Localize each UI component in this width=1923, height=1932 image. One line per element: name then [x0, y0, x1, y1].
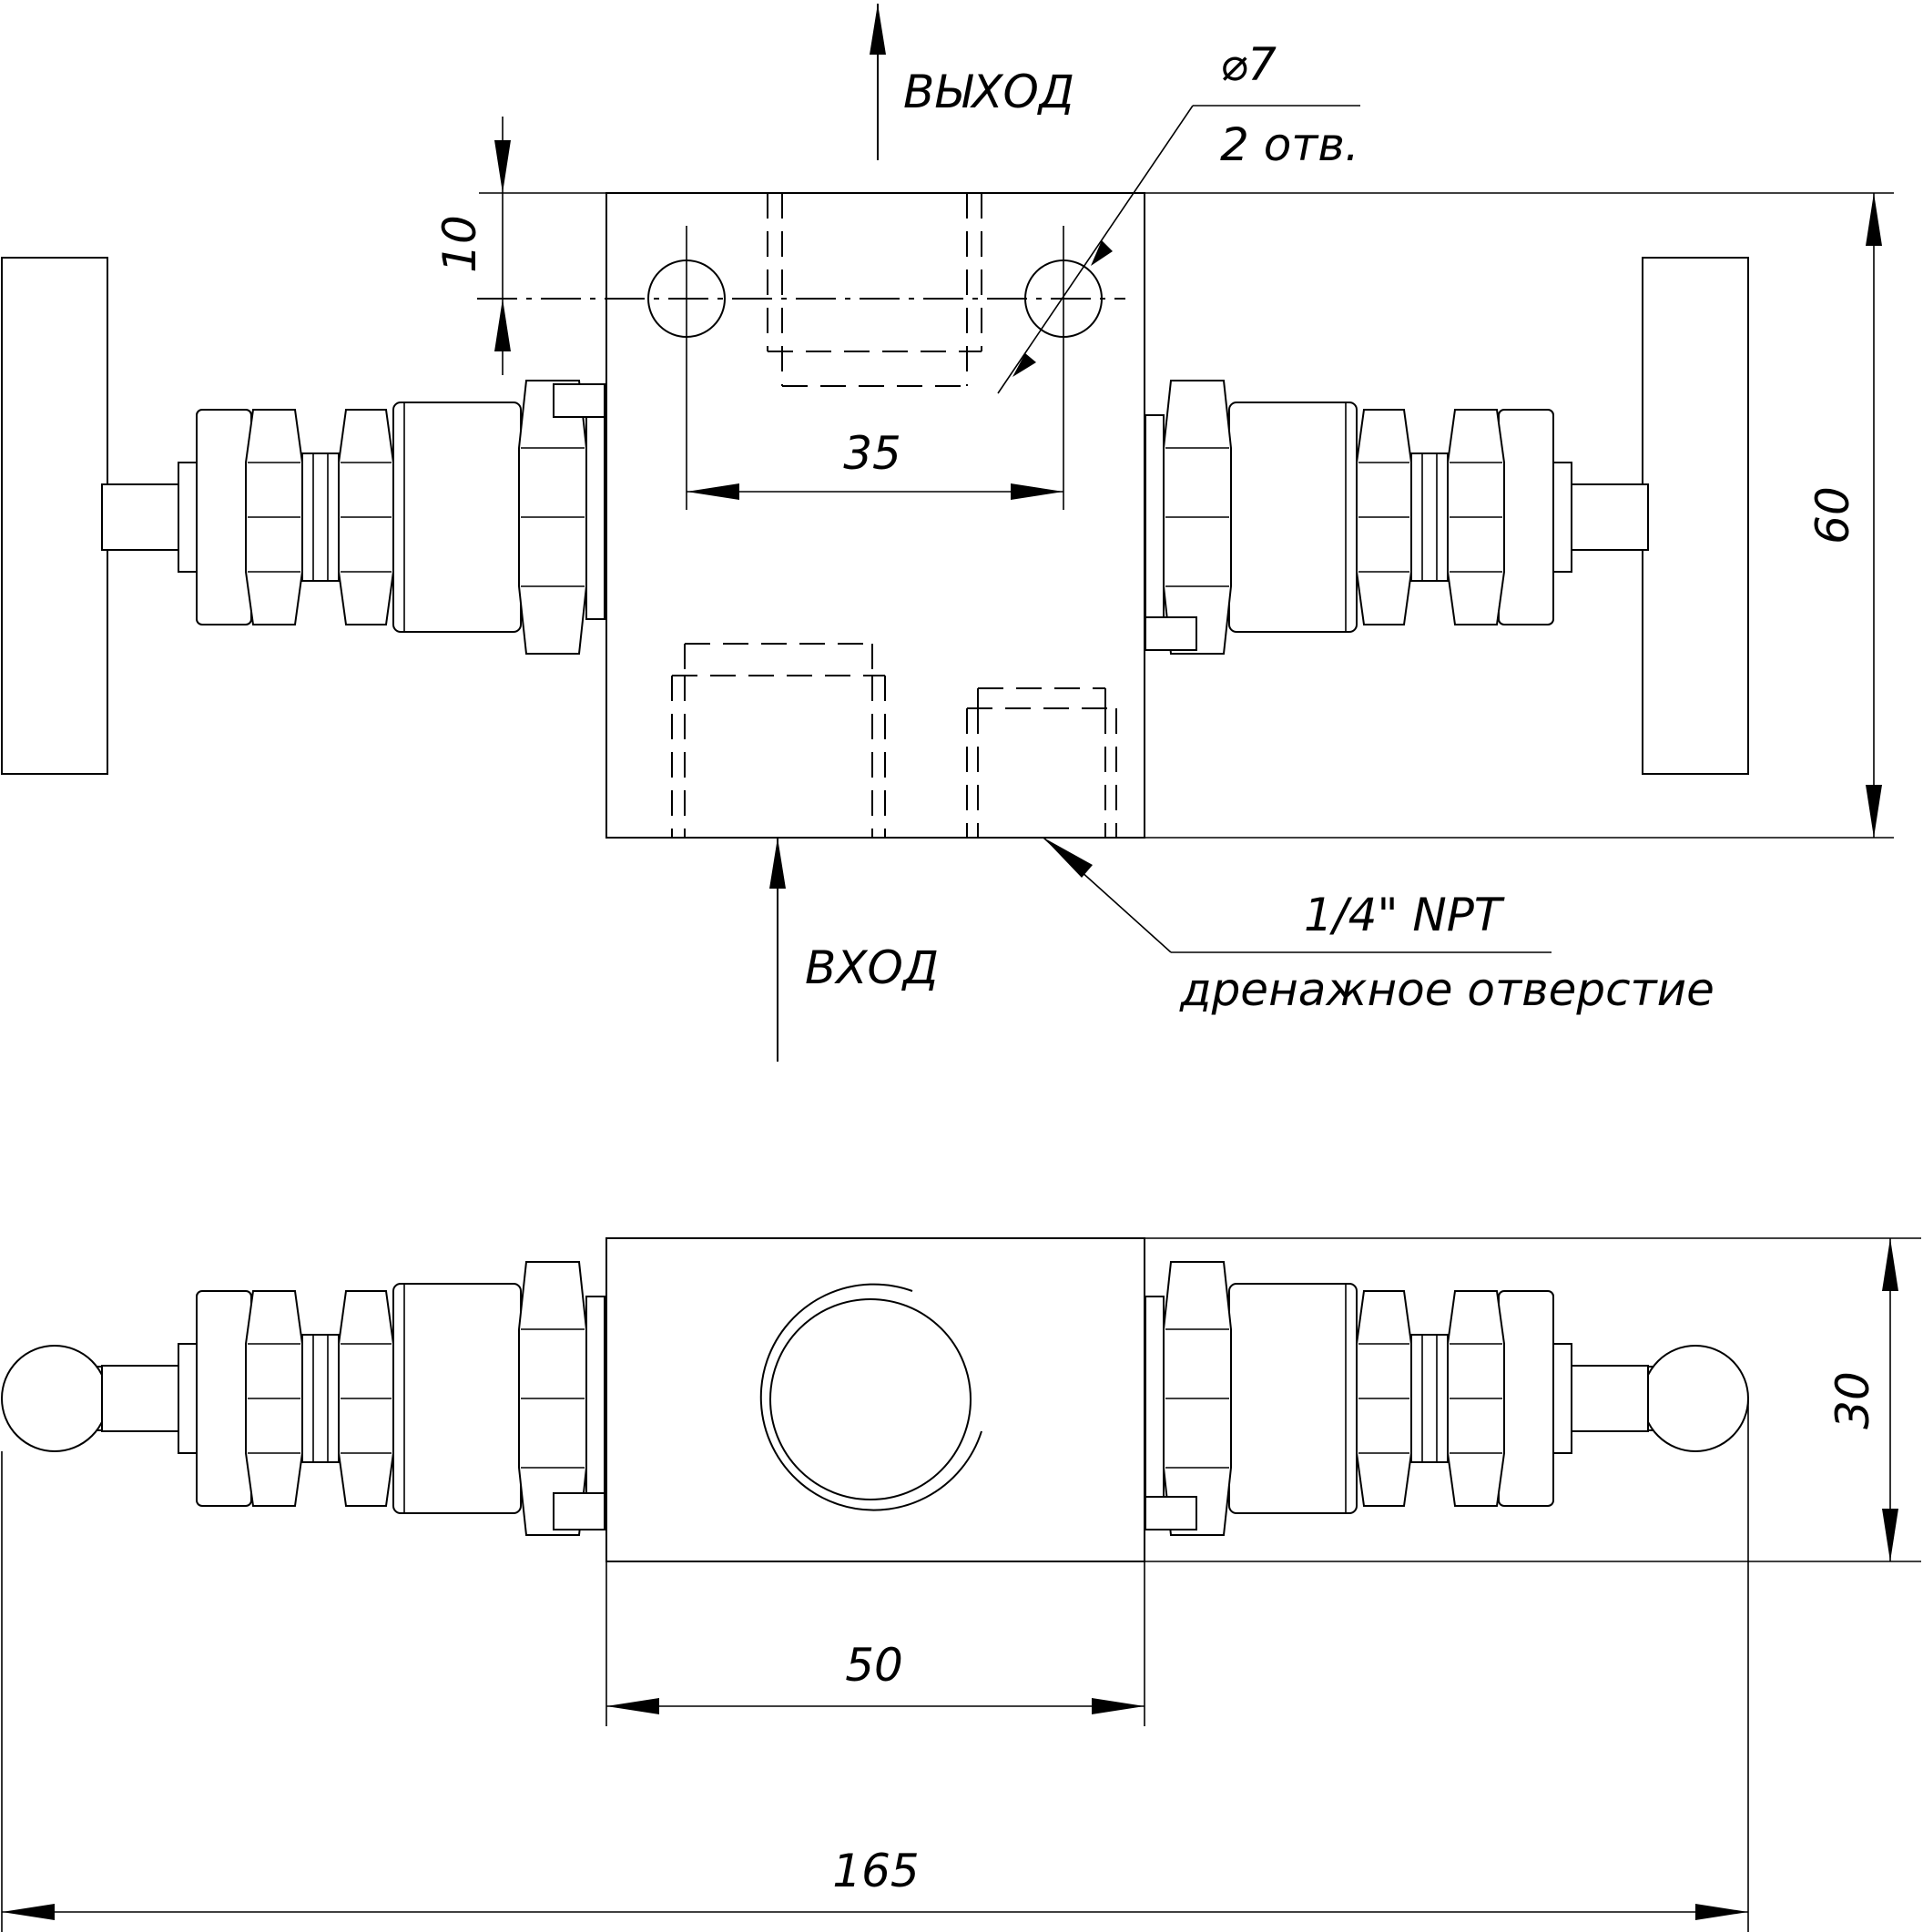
right-valve	[1145, 380, 1649, 655]
hole-offset-label: 10	[433, 215, 486, 273]
inlet-arrow: ВХОД	[769, 838, 939, 1062]
drain-callout: 1/4" NPT дренажное отверстие	[1043, 837, 1714, 1016]
dimension-block-thickness: 30	[1145, 1237, 1921, 1562]
outlet-label: ВЫХОД	[903, 66, 1074, 118]
drain-note-label: дренажное отверстие	[1179, 963, 1714, 1016]
manifold-block-front	[605, 192, 1145, 839]
hole-spacing-label: 35	[843, 427, 901, 480]
left-valve-top	[101, 1261, 605, 1536]
overall-length-label: 165	[832, 1845, 919, 1897]
inlet-label: ВХОД	[805, 941, 939, 994]
right-ball-handle	[1642, 1345, 1749, 1452]
left-handle-bar	[1, 257, 108, 775]
dimension-block-width: 50	[605, 1561, 1145, 1726]
front-view: 35 10 60 ВЫХОД ВХОД	[1, 4, 1894, 1062]
block-thickness-label: 30	[1826, 1371, 1879, 1429]
dimension-block-height: 60	[1145, 192, 1894, 839]
right-handle-bar	[1642, 257, 1749, 775]
right-valve-top	[1145, 1261, 1649, 1536]
hole-count-label: 2 отв.	[1220, 118, 1359, 171]
top-view: 30 50 165	[1, 1237, 1921, 1932]
drain-thread-label: 1/4" NPT	[1304, 889, 1505, 941]
dimension-overall-length: 165	[1, 1398, 1749, 1932]
left-ball-handle	[1, 1345, 108, 1452]
manifold-block-top	[605, 1237, 1145, 1562]
left-valve	[101, 380, 605, 655]
dimension-hole-spacing: 35	[687, 427, 1063, 500]
threaded-port	[769, 1298, 972, 1500]
hole-callout: ⌀7 2 отв.	[997, 38, 1360, 394]
outlet-arrow: ВЫХОД	[870, 4, 1074, 160]
block-width-label: 50	[845, 1639, 903, 1692]
dimension-hole-offset: 10	[433, 117, 606, 375]
block-height-label: 60	[1806, 486, 1859, 544]
hole-diameter-label: ⌀7	[1220, 38, 1277, 91]
